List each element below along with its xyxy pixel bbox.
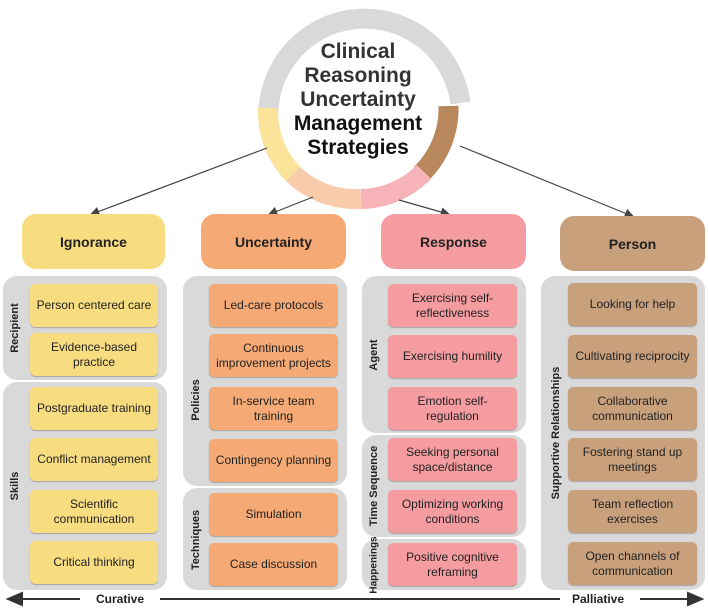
box-positive-cognitive-reframing: Positive cognitive reframing	[388, 543, 517, 586]
box-postgraduate-training: Postgraduate training	[30, 387, 158, 430]
box-person-centered-care: Person centered care	[30, 284, 158, 327]
curative-palliative-axis	[5, 591, 705, 607]
box-open-channels-of-communication: Open channels of communication	[568, 542, 697, 585]
arrow-to-response	[398, 199, 451, 217]
label-supportive-relationships: Supportive Relationships	[550, 366, 562, 500]
box-in-service-team-training: In-service team training	[209, 387, 338, 430]
box-emotion-self-regulation: Emotion self-regulation	[388, 387, 517, 430]
box-collaborative-communication: Collaborative communication	[568, 387, 697, 430]
label-happenings: Happenings	[368, 536, 380, 594]
box-exercising-self-reflectiveness: Exercising self-reflectiveness	[388, 284, 517, 327]
box-continuous-improvement-projects: Continuous improvement projects	[209, 334, 338, 377]
box-seeking-personal-space: Seeking personal space/distance	[388, 438, 517, 481]
box-fostering-stand-up-meetings: Fostering stand up meetings	[568, 438, 697, 481]
label-recipient: Recipient	[9, 303, 21, 353]
box-exercising-humility: Exercising humility	[388, 335, 517, 378]
label-skills: Skills	[9, 471, 21, 501]
label-agent: Agent	[368, 339, 380, 371]
arrow-to-uncertainty	[267, 196, 314, 216]
title-line-4: Management	[293, 112, 423, 135]
header-response: Response	[381, 214, 526, 269]
arrow-to-ignorance	[89, 147, 268, 216]
box-contingency-planning: Contingency planning	[209, 439, 338, 482]
header-person: Person	[560, 216, 705, 271]
diagram-title: Clinical Reasoning Uncertainty Managemen…	[288, 40, 428, 160]
title-line-3: Uncertainty	[300, 88, 416, 111]
box-optimizing-working-conditions: Optimizing working conditions	[388, 490, 517, 533]
header-ignorance: Ignorance	[22, 214, 165, 269]
title-line-2: Reasoning	[304, 64, 412, 87]
label-palliative: Palliative	[572, 592, 625, 606]
label-time-sequence: Time Sequence	[368, 445, 380, 527]
box-looking-for-help: Looking for help	[568, 283, 697, 326]
header-uncertainty: Uncertainty	[201, 214, 346, 269]
box-critical-thinking: Critical thinking	[30, 541, 158, 584]
box-evidence-based-practice: Evidence-based practice	[30, 333, 158, 376]
title-line-1: Clinical	[320, 40, 396, 63]
label-curative: Curative	[96, 592, 145, 606]
box-conflict-management: Conflict management	[30, 438, 158, 481]
box-cultivating-reciprocity: Cultivating reciprocity	[568, 335, 697, 378]
box-scientific-communication: Scientific communication	[30, 490, 158, 533]
box-led-care-protocols: Led-care protocols	[209, 284, 338, 327]
box-case-discussion: Case discussion	[209, 543, 338, 586]
label-policies: Policies	[190, 379, 202, 421]
box-simulation: Simulation	[209, 493, 338, 536]
label-techniques: Techniques	[190, 509, 202, 571]
arrow-to-person	[459, 145, 635, 218]
box-team-reflection-exercises: Team reflection exercises	[568, 490, 697, 533]
title-line-5: Strategies	[307, 136, 409, 159]
panel-supportive-relationships	[541, 276, 705, 590]
title-ring	[257, 8, 471, 210]
